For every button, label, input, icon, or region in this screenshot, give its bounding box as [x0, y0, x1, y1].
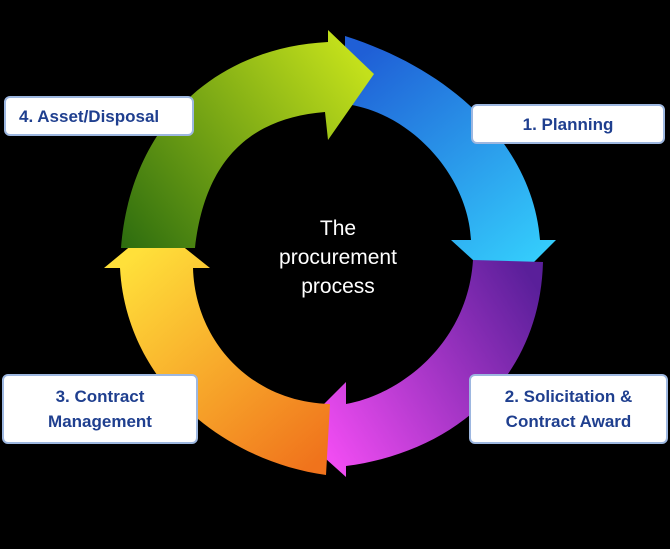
center-title: The procurement process [238, 214, 438, 301]
step-label-planning: 1. Planning [471, 104, 665, 144]
step-label-solicitation: 2. Solicitation & Contract Award [469, 374, 668, 444]
step-label-text-line-2: Contract Award [505, 412, 632, 431]
center-title-line-3: process [301, 275, 375, 298]
step-label-text-line-1: 3. Contract [55, 387, 145, 406]
arrow-planning [345, 36, 556, 290]
step-label-contract-management: 3. Contract Management [2, 374, 198, 444]
center-title-line-2: procurement [279, 246, 397, 269]
arrow-solicitation [296, 260, 543, 477]
step-label-asset-disposal: 4. Asset/Disposal [4, 96, 194, 136]
step-label-text: 4. Asset/Disposal [19, 107, 160, 126]
step-label-text: 1. Planning [522, 114, 614, 134]
step-label-text-line-1: 2. Solicitation & [504, 387, 633, 406]
arrow-asset-disposal [121, 30, 374, 248]
step-label-text-line-2: Management [48, 412, 152, 431]
arrow-contract-management [104, 225, 330, 475]
center-title-line-1: The [319, 217, 357, 240]
